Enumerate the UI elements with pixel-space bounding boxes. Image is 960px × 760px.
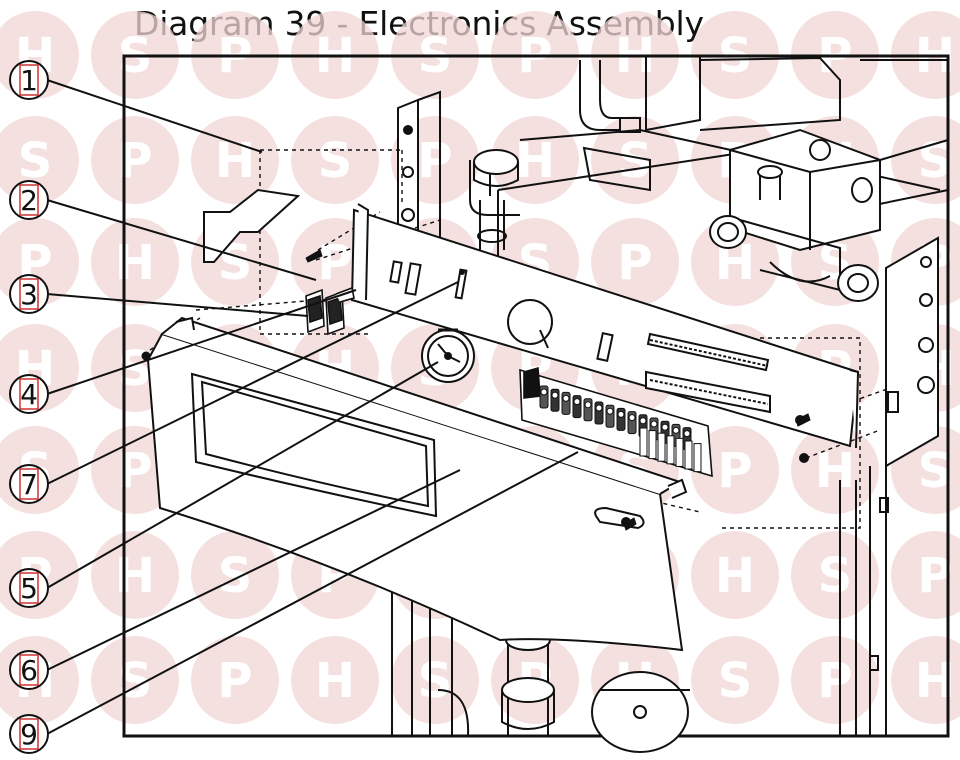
svg-text:H: H xyxy=(315,653,355,709)
control-panel-backplate xyxy=(350,203,860,463)
svg-text:P: P xyxy=(317,235,352,291)
callout-3: 3 xyxy=(9,274,309,317)
svg-text:P: P xyxy=(717,443,752,499)
svg-text:S: S xyxy=(718,653,753,709)
callout-number: 7 xyxy=(20,468,38,501)
svg-text:S: S xyxy=(218,548,253,604)
svg-text:H: H xyxy=(115,548,155,604)
svg-text:H: H xyxy=(715,548,755,604)
svg-text:S: S xyxy=(618,133,653,189)
svg-text:H: H xyxy=(815,443,855,499)
callout-leader-line xyxy=(46,289,357,395)
callout-number: 4 xyxy=(20,378,38,411)
callout-number-box xyxy=(19,184,39,216)
callout-number-box xyxy=(19,718,39,750)
svg-text:S: S xyxy=(818,548,853,604)
diagram-frame xyxy=(122,54,950,738)
callout-number: 2 xyxy=(20,184,38,217)
screws xyxy=(141,249,811,531)
callout-number-box xyxy=(19,572,39,604)
callout-2: 2 xyxy=(9,180,317,281)
callout-4: 4 xyxy=(9,289,357,414)
svg-text:H: H xyxy=(515,133,555,189)
callout-number-box xyxy=(19,654,39,686)
callout-6: 6 xyxy=(9,469,461,690)
svg-text:S: S xyxy=(418,653,453,709)
callout-number-box xyxy=(19,64,39,96)
rocker-switches xyxy=(305,286,355,336)
callout-number: 5 xyxy=(20,572,38,605)
svg-text:P: P xyxy=(617,235,652,291)
callout-number-box xyxy=(19,278,39,310)
callout-number: 3 xyxy=(20,278,38,311)
svg-text:P: P xyxy=(417,133,452,189)
callout-leader-line xyxy=(46,79,263,153)
pressure-gauge xyxy=(421,328,475,383)
callout-9: 9 xyxy=(9,451,579,754)
svg-text:H: H xyxy=(115,235,155,291)
callout-1: 1 xyxy=(9,60,263,153)
callout-leader-line xyxy=(46,293,309,317)
svg-text:H: H xyxy=(215,133,255,189)
callout-leader-line xyxy=(46,469,461,671)
callout-leader-line xyxy=(46,451,579,735)
callout-5: 5 xyxy=(9,361,439,608)
callout-group: 1 2 3 4 7 5 6 9 xyxy=(9,60,579,754)
svg-text:S: S xyxy=(18,133,53,189)
callout-leader-line xyxy=(46,361,439,589)
svg-text:P: P xyxy=(217,653,252,709)
callout-leader-line xyxy=(46,281,459,485)
svg-text:P: P xyxy=(817,653,852,709)
callout-number: 6 xyxy=(20,654,38,687)
terminal-strip xyxy=(539,385,702,473)
callout-7: 7 xyxy=(9,281,459,504)
svg-text:S: S xyxy=(318,133,353,189)
callout-leader-line xyxy=(46,199,317,281)
callout-number-box xyxy=(19,378,39,410)
callout-number: 1 xyxy=(20,64,38,97)
callout-number: 9 xyxy=(20,718,38,751)
boiler-chassis xyxy=(391,56,949,753)
callout-number-box xyxy=(19,468,39,500)
